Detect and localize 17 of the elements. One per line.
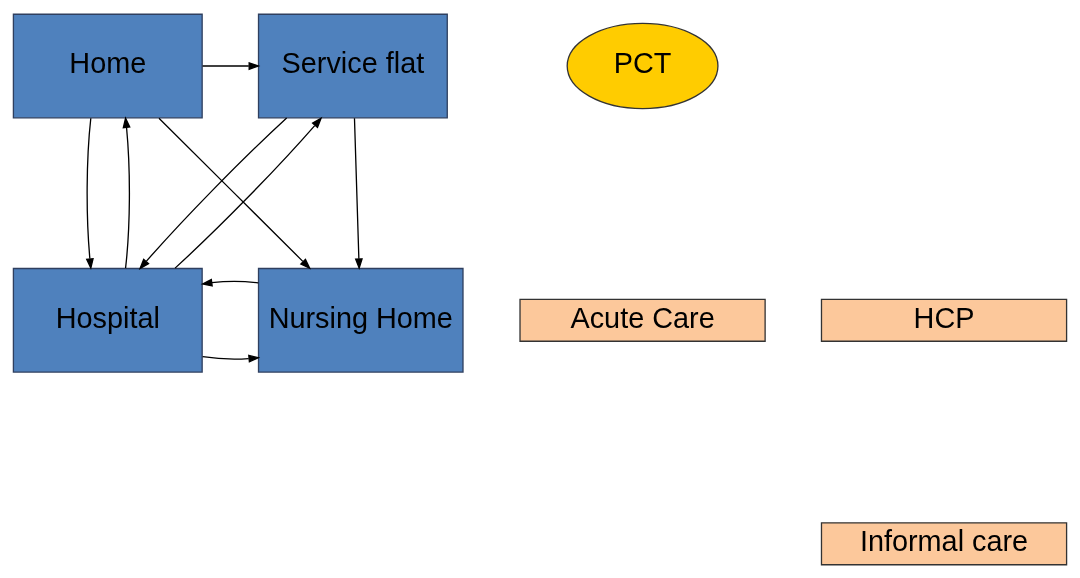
arrow: [158, 117, 312, 270]
node-box: Informal care: [820, 521, 1068, 565]
arrow: [202, 354, 261, 363]
arrow: [138, 116, 288, 270]
arrow: [200, 278, 259, 287]
node-box: Service flat: [257, 13, 448, 118]
node-box: HCP: [820, 298, 1068, 342]
arrow: [122, 115, 131, 269]
arrow: [174, 116, 323, 269]
arrow: [353, 117, 363, 270]
node-box: Acute Care: [519, 298, 766, 342]
node-box: Hospital: [12, 267, 203, 373]
arrow: [85, 117, 94, 270]
arrow: [201, 61, 261, 70]
node-box: Home: [12, 13, 203, 118]
node-box: Nursing Home: [257, 267, 464, 373]
node-ellipse: PCT: [566, 22, 719, 109]
